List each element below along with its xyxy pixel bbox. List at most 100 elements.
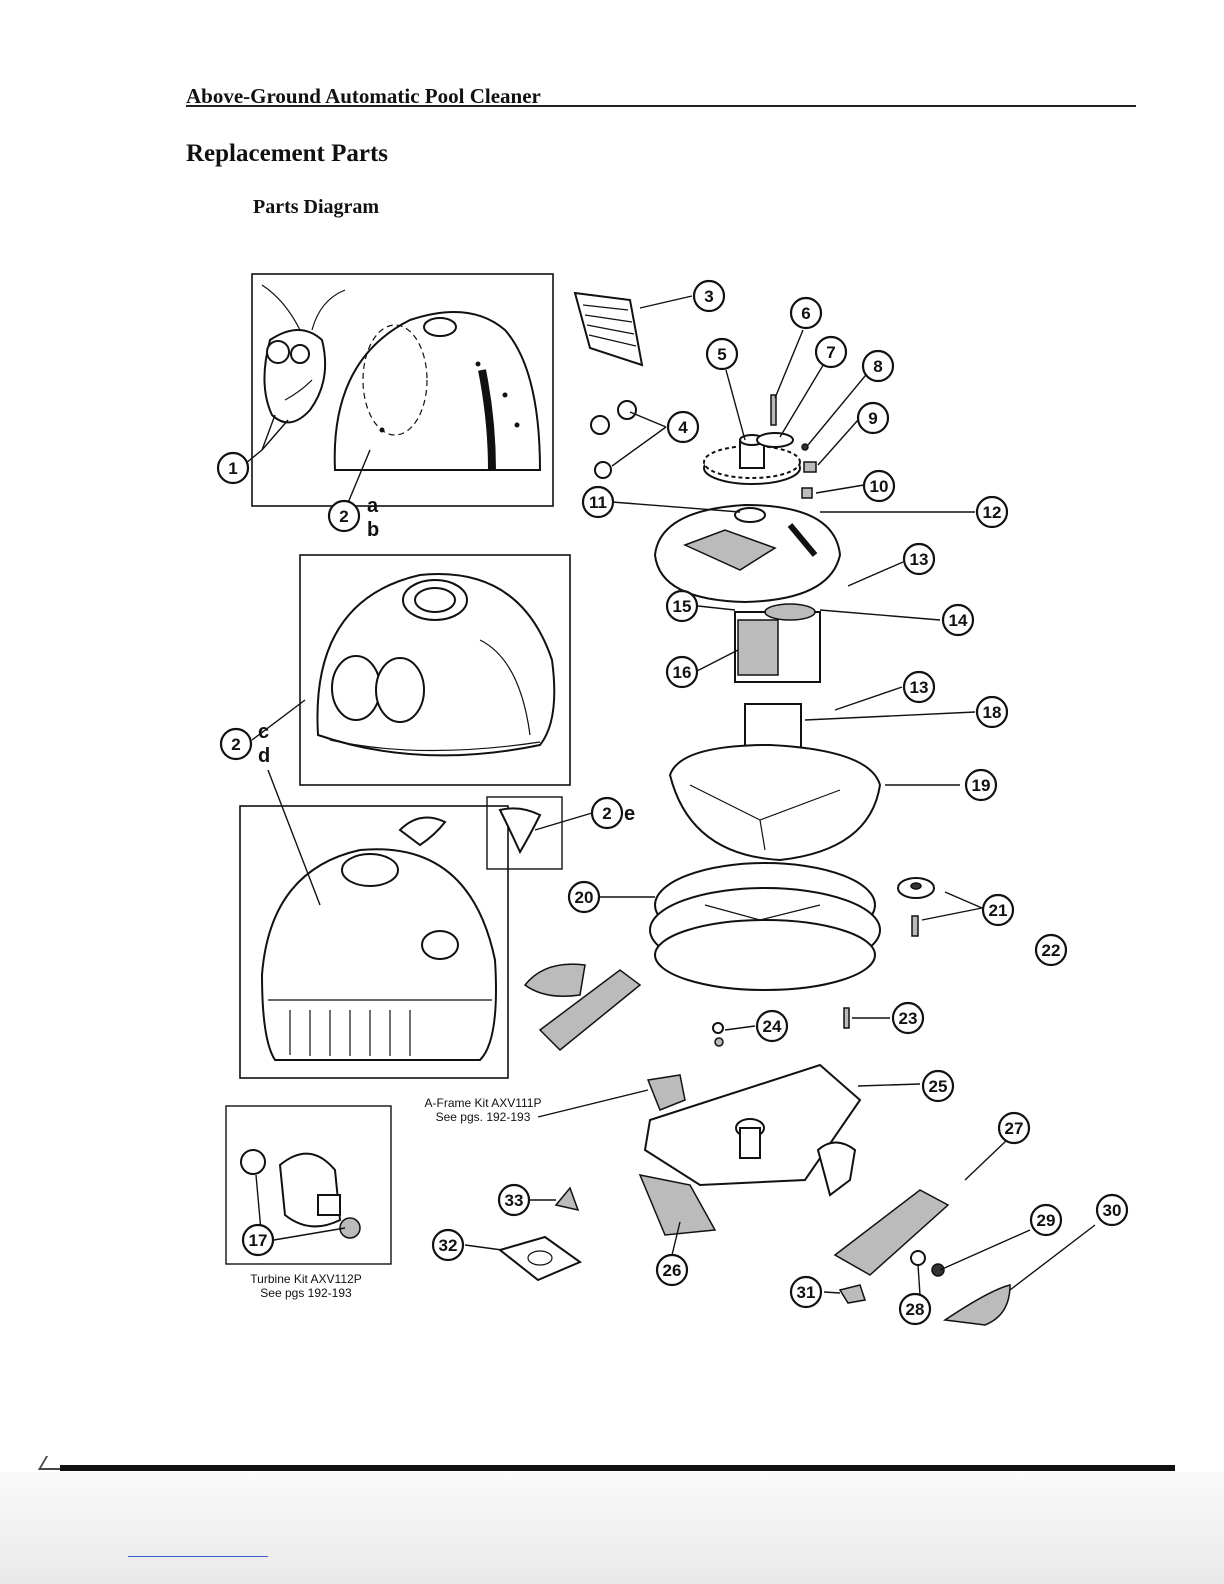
callout-number: 6 bbox=[801, 304, 810, 323]
callout-c12: 12 bbox=[977, 497, 1007, 527]
callout-number: 20 bbox=[575, 888, 594, 907]
part-bumper-a bbox=[525, 964, 585, 996]
callout-c32: 32 bbox=[433, 1230, 463, 1260]
callout-c21: 21 bbox=[983, 895, 1013, 925]
callout-c3: 3 bbox=[694, 281, 724, 311]
part-nut-29 bbox=[932, 1264, 944, 1276]
part-whale-cover bbox=[262, 818, 496, 1061]
callout-c16: 16 bbox=[667, 657, 697, 687]
variant-letter-b: b bbox=[367, 519, 379, 541]
turbine-kit-line1: Turbine Kit AXV112P bbox=[236, 1272, 376, 1286]
aframe-kit-line2: See pgs. 192-193 bbox=[408, 1110, 558, 1124]
callout-number: 14 bbox=[949, 611, 968, 630]
part-bug-face bbox=[262, 285, 345, 422]
callout-c27: 27 bbox=[999, 1113, 1029, 1143]
callout-c23: 23 bbox=[893, 1003, 923, 1033]
footer-link-underline bbox=[128, 1556, 268, 1557]
callout-number: 1 bbox=[228, 459, 237, 478]
callout-c2cd: 2 bbox=[221, 729, 251, 759]
callout-c13a: 13 bbox=[904, 544, 934, 574]
callout-number: 30 bbox=[1103, 1201, 1122, 1220]
callout-c7: 7 bbox=[816, 337, 846, 367]
variant-letter-e: e bbox=[624, 803, 635, 825]
part-gear-assembly bbox=[704, 395, 816, 498]
callout-number: 12 bbox=[983, 503, 1002, 522]
part-bumper-rear bbox=[835, 1190, 948, 1275]
callout-c30: 30 bbox=[1097, 1195, 1127, 1225]
part-clip-31 bbox=[840, 1285, 865, 1303]
callout-number: 7 bbox=[826, 343, 835, 362]
callout-number: 22 bbox=[1042, 941, 1061, 960]
callout-number: 2 bbox=[339, 507, 348, 526]
callout-c4: 4 bbox=[668, 412, 698, 442]
callout-c11: 11 bbox=[583, 487, 613, 517]
callout-number: 25 bbox=[929, 1077, 948, 1096]
callout-number: 13 bbox=[910, 678, 929, 697]
footer-scan-shade bbox=[0, 1472, 1224, 1584]
callout-c25: 25 bbox=[923, 1071, 953, 1101]
callout-c9: 9 bbox=[858, 403, 888, 433]
callout-c8: 8 bbox=[863, 351, 893, 381]
callout-c33: 33 bbox=[499, 1185, 529, 1215]
variant-letter-c: c bbox=[258, 721, 269, 743]
callout-number: 27 bbox=[1005, 1119, 1024, 1138]
callout-c15: 15 bbox=[667, 591, 697, 621]
callout-number: 23 bbox=[899, 1009, 918, 1028]
part-top-housing bbox=[655, 505, 840, 602]
part-aframe bbox=[648, 1075, 685, 1110]
callout-c6: 6 bbox=[791, 298, 821, 328]
callout-c20: 20 bbox=[569, 882, 599, 912]
callout-c31: 31 bbox=[791, 1277, 821, 1307]
variant-letter-d: d bbox=[258, 745, 270, 767]
callout-number: 28 bbox=[906, 1300, 925, 1319]
part-clips bbox=[591, 401, 636, 478]
callout-number: 4 bbox=[678, 418, 688, 437]
part-washer-24 bbox=[713, 1023, 723, 1033]
callout-number: 15 bbox=[673, 597, 692, 616]
callout-number: 19 bbox=[972, 776, 991, 795]
callout-number: 13 bbox=[910, 550, 929, 569]
callout-c10: 10 bbox=[864, 471, 894, 501]
callout-c1: 1 bbox=[218, 453, 248, 483]
part-cap bbox=[945, 1285, 1010, 1325]
callout-number: 2 bbox=[231, 735, 240, 754]
callout-number: 2 bbox=[602, 804, 611, 823]
callout-c22: 22 bbox=[1036, 935, 1066, 965]
part-fin bbox=[500, 808, 540, 852]
callout-number: 33 bbox=[505, 1191, 524, 1210]
callout-number: 21 bbox=[989, 901, 1008, 920]
callout-number: 17 bbox=[249, 1231, 268, 1250]
turbine-kit-line2: See pgs 192-193 bbox=[236, 1286, 376, 1300]
part-cone bbox=[556, 1188, 578, 1210]
part-plate bbox=[500, 1237, 580, 1280]
callout-number: 5 bbox=[717, 345, 726, 364]
part-washer-28 bbox=[911, 1251, 925, 1265]
callout-number: 16 bbox=[673, 663, 692, 682]
callout-c13b: 13 bbox=[904, 672, 934, 702]
callout-c2e: 2 bbox=[592, 798, 622, 828]
callout-c24: 24 bbox=[757, 1011, 787, 1041]
callout-number: 9 bbox=[868, 409, 877, 428]
callout-c18: 18 bbox=[977, 697, 1007, 727]
callout-number: 18 bbox=[983, 703, 1002, 722]
part-bug-shell bbox=[335, 312, 540, 470]
callout-c2ab: 2 bbox=[329, 501, 359, 531]
callout-c26: 26 bbox=[657, 1255, 687, 1285]
part-dome-cover bbox=[317, 574, 554, 755]
footer-rule bbox=[60, 1465, 1175, 1471]
callout-c17: 17 bbox=[243, 1225, 273, 1255]
callout-number: 3 bbox=[704, 287, 713, 306]
callout-number: 24 bbox=[763, 1017, 782, 1036]
part-motor bbox=[735, 604, 820, 682]
part-grille bbox=[575, 293, 642, 365]
callout-c29: 29 bbox=[1031, 1205, 1061, 1235]
variant-letter-a: a bbox=[367, 495, 379, 517]
callout-number: 32 bbox=[439, 1236, 458, 1255]
callout-c19: 19 bbox=[966, 770, 996, 800]
part-nut-24 bbox=[715, 1038, 723, 1046]
part-pivot bbox=[818, 1143, 855, 1196]
callout-number: 31 bbox=[797, 1283, 816, 1302]
part-body bbox=[670, 745, 880, 860]
callout-number: 11 bbox=[589, 493, 607, 512]
